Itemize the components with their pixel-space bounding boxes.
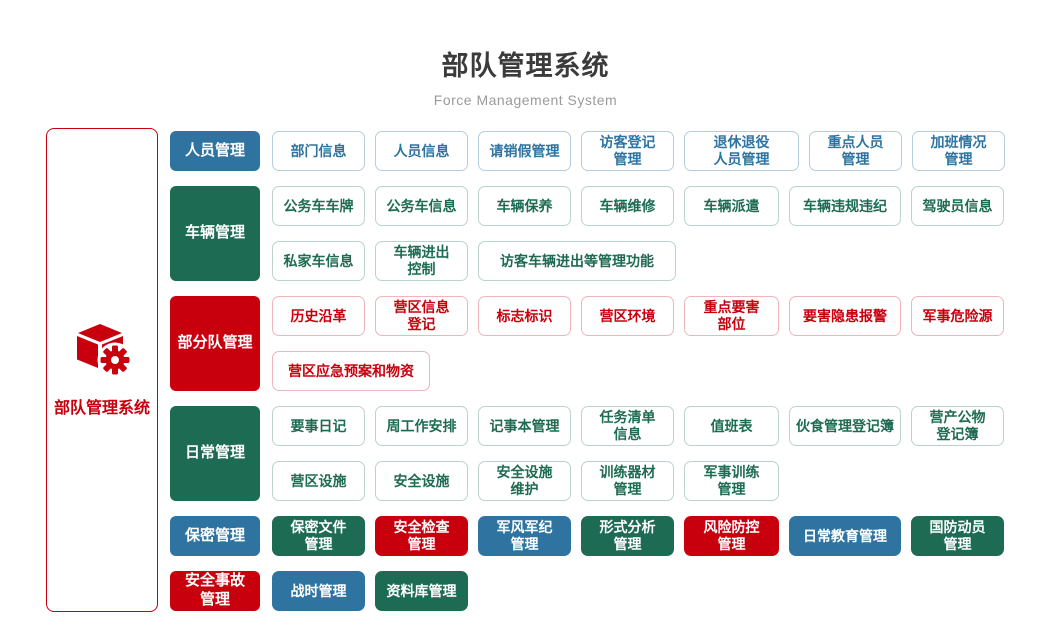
group-secrecy-items: 保密文件 管理安全检查 管理军风军纪 管理形式分析 管理风险防控 管理日常教育管… [272, 516, 1004, 556]
item-button[interactable]: 军事训练 管理 [684, 461, 779, 501]
item-line: 部门信息人员信息请销假管理访客登记 管理退休退役 人员管理重点人员 管理加班情况… [272, 131, 1005, 171]
item-button[interactable]: 部门信息 [272, 131, 365, 171]
item-button[interactable]: 形式分析 管理 [581, 516, 674, 556]
system-root-label: 部队管理系统 [53, 399, 150, 417]
group-daily-button[interactable]: 日常管理 [170, 406, 260, 501]
item-line: 保密文件 管理安全检查 管理军风军纪 管理形式分析 管理风险防控 管理日常教育管… [272, 516, 1004, 556]
item-button[interactable]: 安全检查 管理 [375, 516, 468, 556]
item-button[interactable]: 安全设施 [375, 461, 468, 501]
item-button[interactable]: 周工作安排 [375, 406, 468, 446]
item-button[interactable]: 安全设施 维护 [478, 461, 571, 501]
group-vehicle-items: 公务车车牌公务车信息车辆保养车辆维修车辆派遣车辆违规违纪驾驶员信息私家车信息车辆… [272, 186, 1004, 281]
group-row-accident: 安全事故 管理战时管理资料库管理 [170, 571, 1005, 611]
item-button[interactable]: 风险防控 管理 [684, 516, 779, 556]
item-button[interactable]: 公务车车牌 [272, 186, 365, 226]
group-vehicle-button[interactable]: 车辆管理 [170, 186, 260, 281]
page-title: 部队管理系统 [441, 51, 610, 81]
group-row-vehicle: 车辆管理公务车车牌公务车信息车辆保养车辆维修车辆派遣车辆违规违纪驾驶员信息私家车… [170, 186, 1005, 281]
item-button[interactable]: 日常教育管理 [789, 516, 901, 556]
item-button[interactable]: 车辆进出 控制 [375, 241, 468, 281]
group-accident-items: 战时管理资料库管理 [272, 571, 468, 611]
item-button[interactable]: 访客登记 管理 [581, 131, 674, 171]
item-button[interactable]: 营区信息 登记 [375, 296, 468, 336]
item-button[interactable]: 车辆违规违纪 [789, 186, 901, 226]
item-button[interactable]: 标志标识 [478, 296, 571, 336]
item-button[interactable]: 访客车辆进出等管理功能 [478, 241, 676, 281]
item-line: 历史沿革营区信息 登记标志标识营区环境重点要害 部位要害隐患报警军事危险源 [272, 296, 1004, 336]
item-button[interactable]: 军事危险源 [911, 296, 1004, 336]
cube-gear-icon [71, 323, 133, 384]
item-button[interactable]: 要害隐患报警 [789, 296, 901, 336]
group-subunit-button[interactable]: 部分队管理 [170, 296, 260, 391]
group-row-subunit: 部分队管理历史沿革营区信息 登记标志标识营区环境重点要害 部位要害隐患报警军事危… [170, 296, 1005, 391]
group-personnel-items: 部门信息人员信息请销假管理访客登记 管理退休退役 人员管理重点人员 管理加班情况… [272, 131, 1005, 171]
item-button[interactable]: 请销假管理 [478, 131, 571, 171]
item-line: 私家车信息车辆进出 控制访客车辆进出等管理功能 [272, 241, 1004, 281]
group-row-daily: 日常管理要事日记周工作安排记事本管理任务清单 信息值班表伙食管理登记簿营产公物 … [170, 406, 1005, 501]
item-button[interactable]: 保密文件 管理 [272, 516, 365, 556]
item-button[interactable]: 加班情况 管理 [912, 131, 1005, 171]
group-subunit-items: 历史沿革营区信息 登记标志标识营区环境重点要害 部位要害隐患报警军事危险源营区应… [272, 296, 1004, 391]
item-button[interactable]: 军风军纪 管理 [478, 516, 571, 556]
item-button[interactable]: 私家车信息 [272, 241, 365, 281]
item-line: 战时管理资料库管理 [272, 571, 468, 611]
item-button[interactable]: 要事日记 [272, 406, 365, 446]
group-row-secrecy: 保密管理保密文件 管理安全检查 管理军风军纪 管理形式分析 管理风险防控 管理日… [170, 516, 1005, 556]
group-secrecy-button[interactable]: 保密管理 [170, 516, 260, 556]
item-line: 营区应急预案和物资 [272, 351, 1004, 391]
group-accident-button[interactable]: 安全事故 管理 [170, 571, 260, 611]
group-rows: 人员管理部门信息人员信息请销假管理访客登记 管理退休退役 人员管理重点人员 管理… [170, 128, 1005, 612]
page-header: 部队管理系统 Force Management System [0, 44, 1051, 108]
item-button[interactable]: 重点要害 部位 [684, 296, 779, 336]
item-line: 公务车车牌公务车信息车辆保养车辆维修车辆派遣车辆违规违纪驾驶员信息 [272, 186, 1004, 226]
group-daily-items: 要事日记周工作安排记事本管理任务清单 信息值班表伙食管理登记簿营产公物 登记簿营… [272, 406, 1004, 501]
item-line: 营区设施安全设施安全设施 维护训练器材 管理军事训练 管理 [272, 461, 1004, 501]
item-button[interactable]: 记事本管理 [478, 406, 571, 446]
item-button[interactable]: 国防动员 管理 [911, 516, 1004, 556]
item-button[interactable]: 车辆保养 [478, 186, 571, 226]
item-button[interactable]: 值班表 [684, 406, 779, 446]
item-button[interactable]: 公务车信息 [375, 186, 468, 226]
item-button[interactable]: 人员信息 [375, 131, 468, 171]
item-button[interactable]: 车辆维修 [581, 186, 674, 226]
item-button[interactable]: 历史沿革 [272, 296, 365, 336]
item-button[interactable]: 任务清单 信息 [581, 406, 674, 446]
item-button[interactable]: 驾驶员信息 [911, 186, 1004, 226]
item-button[interactable]: 退休退役 人员管理 [684, 131, 799, 171]
item-line: 要事日记周工作安排记事本管理任务清单 信息值班表伙食管理登记簿营产公物 登记簿 [272, 406, 1004, 446]
item-button[interactable]: 车辆派遣 [684, 186, 779, 226]
item-button[interactable]: 营区设施 [272, 461, 365, 501]
item-button[interactable]: 营区应急预案和物资 [272, 351, 430, 391]
item-button[interactable]: 训练器材 管理 [581, 461, 674, 501]
item-button[interactable]: 战时管理 [272, 571, 365, 611]
page-subtitle: Force Management System [433, 92, 618, 108]
item-button[interactable]: 伙食管理登记簿 [789, 406, 901, 446]
group-row-personnel: 人员管理部门信息人员信息请销假管理访客登记 管理退休退役 人员管理重点人员 管理… [170, 131, 1005, 171]
item-button[interactable]: 营产公物 登记簿 [911, 406, 1004, 446]
item-button[interactable]: 重点人员 管理 [809, 131, 902, 171]
item-button[interactable]: 营区环境 [581, 296, 674, 336]
system-root-node[interactable]: 部队管理系统 [46, 128, 158, 612]
item-button[interactable]: 资料库管理 [375, 571, 468, 611]
diagram: 部队管理系统 人员管理部门信息人员信息请销假管理访客登记 管理退休退役 人员管理… [46, 128, 1005, 612]
group-personnel-button[interactable]: 人员管理 [170, 131, 260, 171]
